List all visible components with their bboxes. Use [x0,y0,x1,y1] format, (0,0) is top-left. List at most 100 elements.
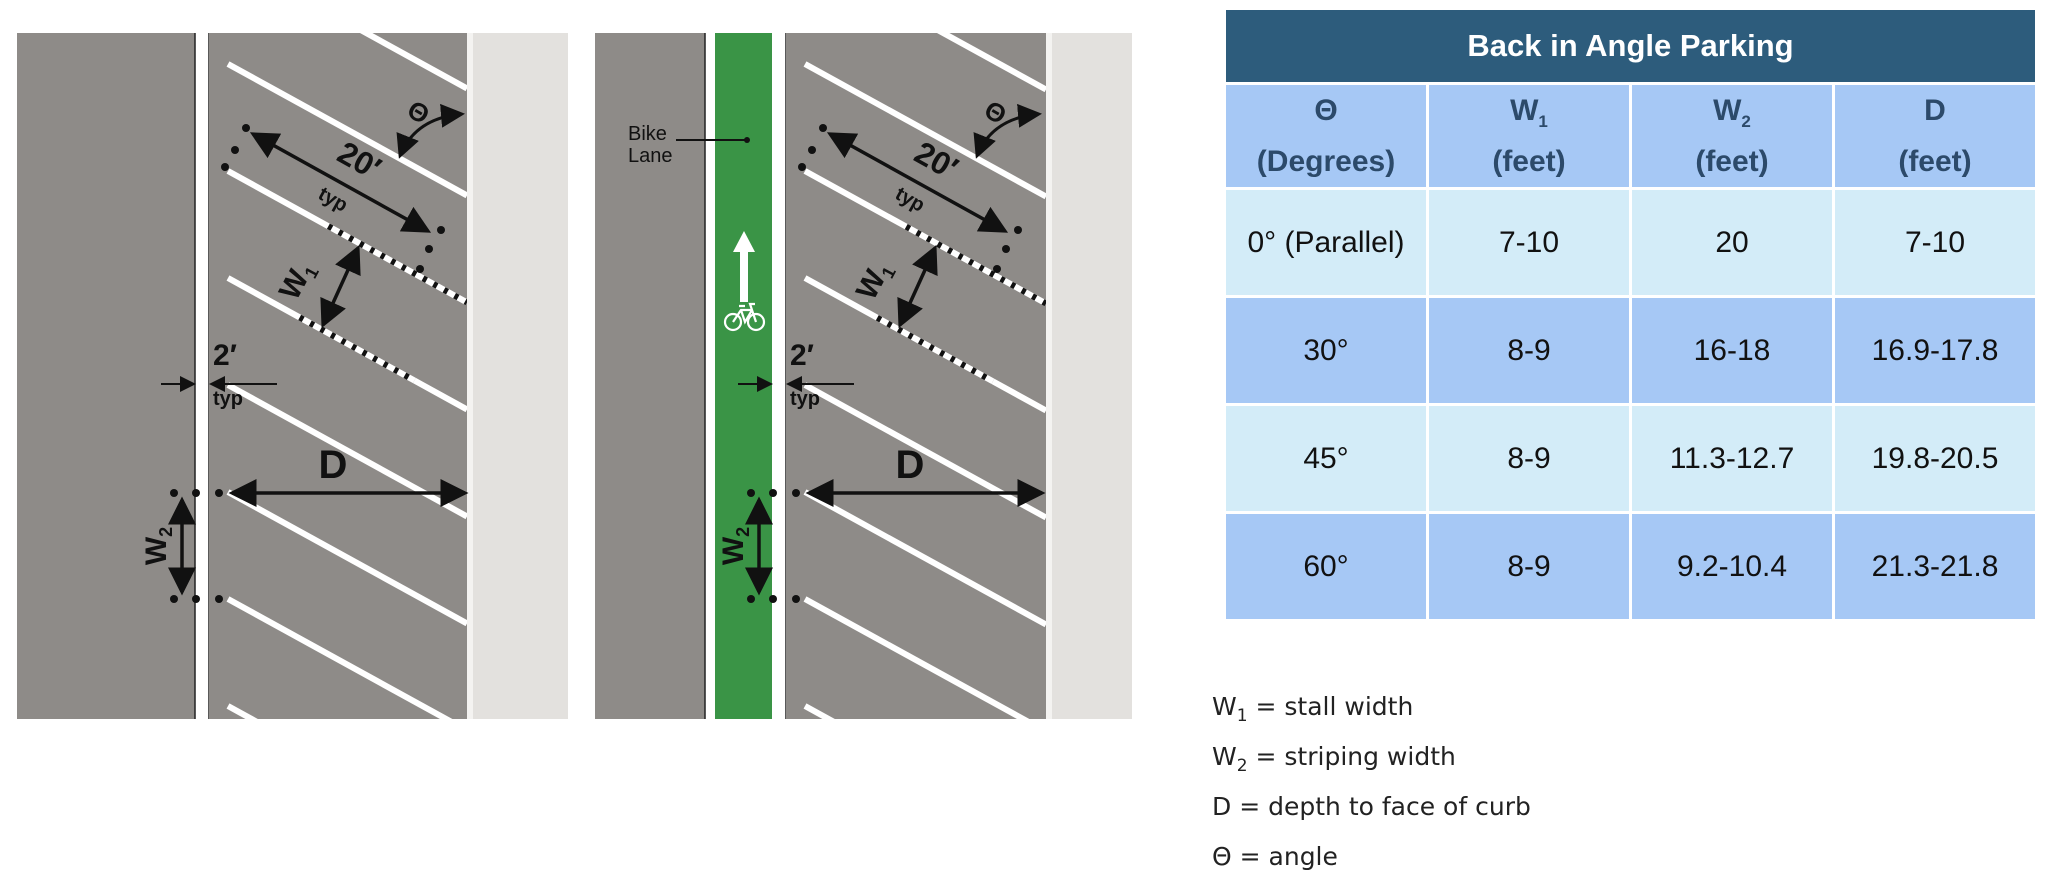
dimension-dot [1014,226,1022,234]
table-cell: 7-10 [1832,187,2038,298]
buffer-width-note: typ [213,388,243,410]
dimension-dot [798,163,806,171]
dimension-dot [747,489,755,497]
dimension-dot [747,595,755,603]
table-cell: 20 [1629,187,1835,298]
dimension-dot [993,265,1001,273]
header-unit: (feet) [1898,144,1972,178]
table-cell: 30° [1223,295,1429,406]
legend-item: W2 = striping width [1212,740,1531,790]
column-header: Θ (Degrees) [1223,82,1429,190]
curb-line [1046,33,1052,719]
travel-lane [17,33,195,719]
stall-stripe [359,33,467,92]
buffer-width-label: 2′ [213,339,237,372]
bicycle-icon [723,302,766,332]
stall-stripe [226,596,453,719]
travel-lane [595,33,705,719]
dimension-dot [416,265,424,273]
stall-stripe [226,703,258,719]
stall-length-arrow [826,132,1009,233]
stall-width-arrow [320,244,361,329]
buffer-width-note: typ [790,388,820,410]
dimension-dot [792,595,800,603]
legend-symbol: D [1212,792,1232,821]
dimension-dot [242,124,250,132]
direction-arrow-icon [733,231,755,302]
stall-stripe [803,703,835,719]
column-header: W1(feet) [1426,82,1632,190]
dimension-dot [192,595,200,603]
bike-lane-label: Bike [628,123,667,145]
table-cell: 8-9 [1426,403,1632,514]
parking-area [786,33,1046,719]
header-symbol: Θ [1314,93,1338,127]
striping-width-label: W2 [717,527,753,565]
depth-label: D [896,443,925,487]
dimension-dot [215,489,223,497]
table-cell: 7-10 [1426,187,1632,298]
dimension-dot [808,146,816,154]
stall-length-arrow [249,132,432,233]
w-symbol: W [140,536,173,565]
header-symbol: D [1924,93,1946,127]
legend-symbol: W [1212,742,1237,771]
right-panel: Bike Lane [595,33,1132,719]
stall-width-arrow [897,244,938,329]
legend-text: = stall width [1247,692,1414,721]
legend-item: Θ = angle [1212,840,1531,890]
table-cell: 45° [1223,403,1429,514]
stall-stripe [936,33,1046,93]
legend-text: = striping width [1247,742,1456,771]
lane-line [195,33,209,719]
buffer-width-label: 2′ [790,339,814,372]
header-subscript: 2 [1741,111,1751,131]
dimension-dot [819,124,827,132]
column-header: D (feet) [1832,82,2038,190]
header-symbol: W [1510,93,1539,127]
dimension-dot [192,489,200,497]
sidewalk [1052,33,1132,719]
legend-item: W1 = stall width [1212,690,1531,740]
dimension-dot [231,146,239,154]
stall-stripe [803,596,1030,719]
table-header-row: Θ(Degrees)W1(feet)W2(feet)D(feet) [1223,82,2038,190]
legend-symbol: Θ [1212,842,1232,871]
dimension-dot [792,489,800,497]
table-cell: 16-18 [1629,295,1835,406]
depth-label: D [319,443,348,487]
table-cell: 8-9 [1426,295,1632,406]
table-cell: 21.3-21.8 [1832,511,2038,622]
legend-item: D = depth to face of curb [1212,790,1531,840]
legend-text: = depth to face of curb [1231,792,1531,821]
dimension-dot [437,226,445,234]
lane-line [705,33,715,719]
stall-stripe [803,489,1046,628]
dimension-dot [215,595,223,603]
w-subscript: 2 [733,527,753,537]
striping-width-label: W2 [140,527,176,565]
table-cell: 16.9-17.8 [1832,295,2038,406]
stall-stripe [803,275,879,321]
legend-text: = angle [1231,842,1338,871]
table-cell: 19.8-20.5 [1832,403,2038,514]
dimension-dot [1002,245,1010,253]
w-subscript: 2 [156,527,176,537]
table-cell: 60° [1223,511,1429,622]
w-symbol: W [717,536,750,565]
bike-lane-label-2: Lane [628,145,673,167]
stall-stripe [226,489,467,627]
header-subscript: 1 [1538,111,1548,131]
table-title: Back in Angle Parking [1223,7,2038,85]
dimension-dot [170,489,178,497]
table-cell: 11.3-12.7 [1629,403,1835,514]
buffer-line [772,33,786,719]
header-unit: (Degrees) [1256,144,1396,178]
dimension-dot [170,595,178,603]
legend-subscript: 2 [1236,756,1248,776]
table-cell: 9.2-10.4 [1629,511,1835,622]
parking-area [209,33,467,719]
